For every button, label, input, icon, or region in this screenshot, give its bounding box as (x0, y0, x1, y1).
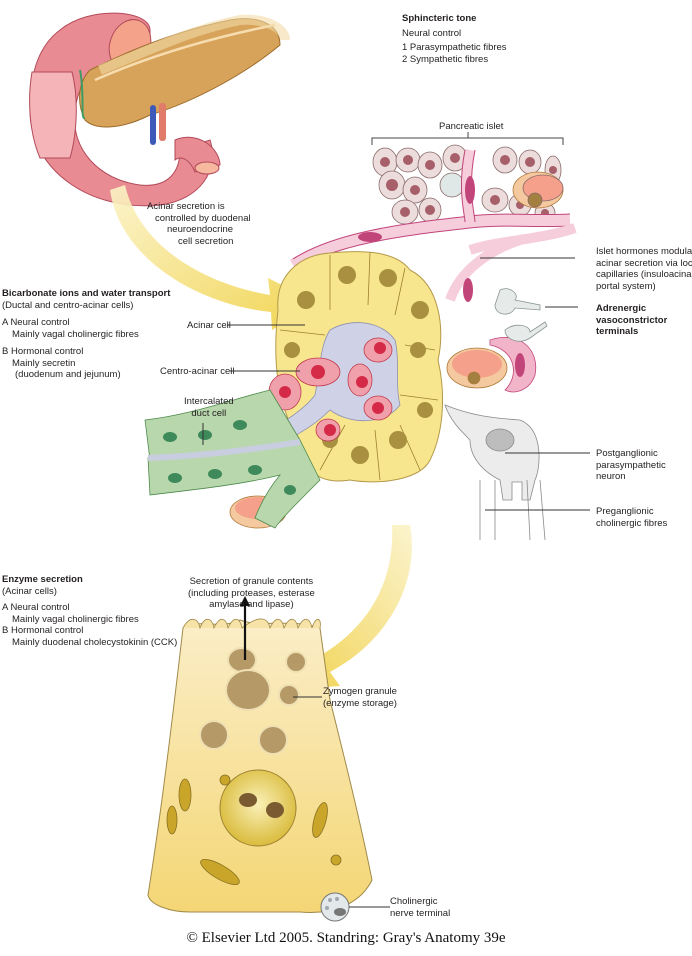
adrenergic-label: Adrenergic vasoconstrictor terminals (596, 303, 667, 338)
intercalated-duct-label: Intercalated duct cell (184, 396, 234, 419)
islet-cells (372, 144, 564, 225)
bicarbonate-b: B Hormonal control (2, 346, 84, 357)
label-line: duct cell (191, 407, 227, 419)
sphincteric-tone-block: Sphincteric tone Neural control 1 Parasy… (402, 13, 507, 65)
enzyme-block: Enzyme secretion (Acinar cells) A Neural… (2, 574, 177, 648)
bicarbonate-sub: (Ductal and centro-acinar cells) (2, 299, 134, 311)
enzyme-sub: (Acinar cells) (2, 585, 57, 597)
label-line: Cholinergic (390, 896, 438, 907)
enzyme-a-detail: Mainly vagal cholinergic fibres (12, 613, 139, 625)
islet-bracket (371, 132, 564, 145)
bicarbonate-a: A Neural control (2, 317, 70, 328)
bicarbonate-block: Bicarbonate ions and water transport (Du… (2, 288, 170, 381)
sphincteric-item: 1 Parasympathetic fibres (402, 42, 507, 53)
label-line: acinar secretion via local (596, 257, 692, 269)
sphincteric-title: Sphincteric tone (402, 13, 477, 24)
arrow-duodenum-to-acinus (110, 185, 318, 330)
note-line: neuroendocrine (167, 224, 234, 235)
label-line: parasympathetic (596, 459, 666, 471)
label-line: vasoconstrictor (596, 314, 668, 326)
duodenum-pancreas-drawing (29, 12, 290, 207)
label-line: Islet hormones modulate (596, 246, 692, 257)
acinar-cell-detail (147, 596, 373, 914)
adrenergic-terminals (494, 288, 548, 342)
label-line: (enzyme storage) (323, 697, 397, 709)
preganglionic-label: Preganglionic cholinergic fibres (596, 506, 667, 529)
sphincteric-item: 2 Sympathetic fibres (402, 53, 489, 65)
postganglionic-neuron (444, 404, 546, 541)
cholinergic-terminal-label: Cholinergic nerve terminal (390, 896, 450, 919)
islet-hormones-label: Islet hormones modulate acinar secretion… (596, 246, 692, 292)
label-line: Zymogen granule (323, 686, 397, 697)
enzyme-a: A Neural control (2, 602, 70, 613)
note-line: Acinar secretion is (147, 201, 225, 212)
note-line: controlled by duodenal (155, 212, 251, 224)
label-line: Preganglionic (596, 506, 654, 517)
copyright-caption: © Elsevier Ltd 2005. Standring: Gray's A… (186, 930, 506, 946)
label-line: Intercalated (184, 396, 234, 407)
label-line: Secretion of granule contents (189, 576, 314, 587)
zymogen-granule-label: Zymogen granule (enzyme storage) (323, 686, 397, 709)
bicarbonate-b-detail: Mainly secretin (12, 357, 76, 369)
granule-secretion-label: Secretion of granule contents (including… (188, 576, 315, 611)
sphincteric-sub: Neural control (402, 27, 462, 39)
bicarbonate-b-detail: (duodenum and jejunum) (15, 369, 121, 380)
label-line: Postganglionic (596, 448, 658, 459)
label-line: nerve terminal (390, 907, 451, 919)
pancreas-illustration (29, 12, 590, 922)
bicarbonate-a-detail: Mainly vagal cholinergic fibres (12, 328, 139, 340)
acinus (239, 251, 443, 483)
acinar-cell-label: Acinar cell (187, 320, 231, 331)
label-line: (including proteases, esterase (188, 587, 315, 599)
cholinergic-terminal (320, 892, 350, 922)
note-line: cell secretion (178, 235, 234, 247)
label-line: cholinergic fibres (596, 517, 668, 529)
acinar-secretion-note: Acinar secretion is controlled by duoden… (147, 201, 251, 247)
postganglionic-label: Postganglionic parasympathetic neuron (596, 448, 666, 483)
bicarbonate-title: Bicarbonate ions and water transport (2, 288, 171, 299)
intercalated-duct (144, 389, 321, 529)
enzyme-b: B Hormonal control (2, 625, 84, 636)
pancreatic-islet-label: Pancreatic islet (439, 121, 504, 132)
label-line: portal system) (596, 280, 656, 292)
leader-lines (202, 257, 590, 908)
enzyme-title: Enzyme secretion (2, 574, 83, 585)
enzyme-b-detail: Mainly duodenal cholecystokinin (CCK) (12, 636, 178, 648)
label-line: amylase and lipase) (209, 599, 294, 610)
centro-acinar-cell-label: Centro-acinar cell (160, 366, 235, 377)
label-line: Adrenergic (596, 303, 647, 314)
label-line: neuron (596, 471, 626, 482)
label-line: capillaries (insuloacinar (596, 269, 692, 280)
capillaries (289, 149, 577, 302)
label-line: terminals (596, 326, 639, 337)
